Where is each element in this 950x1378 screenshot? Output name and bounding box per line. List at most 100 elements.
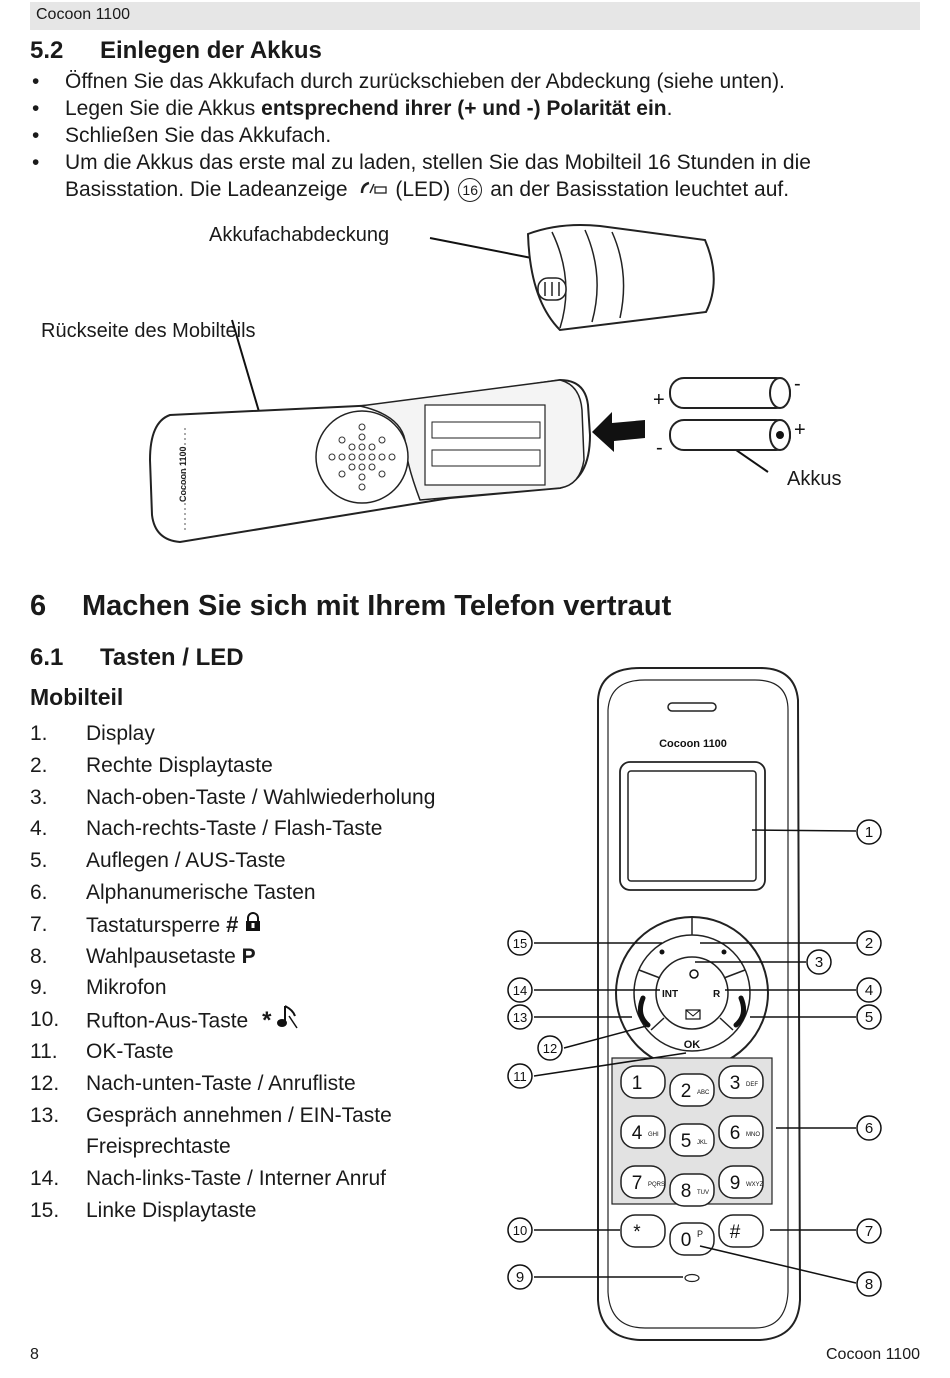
- key-digit: *: [633, 1222, 641, 1243]
- navigation-ring: INT R OK: [615, 916, 769, 1070]
- bullet-item: Um die Akkus das erste mal zu laden, ste…: [30, 149, 910, 204]
- item-number: 4.: [30, 817, 48, 841]
- key-digit: 4: [632, 1123, 643, 1144]
- callout-number: 11: [513, 1069, 527, 1084]
- keypad-key-star: *: [620, 1214, 666, 1248]
- callout-14: 14: [507, 977, 533, 1003]
- battery-label: Akkus: [787, 468, 842, 490]
- bullet-text: Um die Akkus das erste mal zu laden, ste…: [65, 151, 811, 174]
- key-digit: 6: [730, 1123, 741, 1144]
- item-number: 8.: [30, 944, 48, 968]
- list-item-continuation: Freisprechtaste: [30, 1131, 435, 1163]
- callout-12: 12: [537, 1035, 563, 1061]
- handset-inner-outline: [607, 679, 789, 1329]
- item-number: 2.: [30, 753, 48, 777]
- item-number: 9.: [30, 976, 48, 1000]
- battery-figure: Cocoon 1100 + - - +: [148, 224, 806, 544]
- section-title: Tasten / LED: [100, 644, 244, 671]
- reference-number-badge: 16: [458, 178, 483, 203]
- section-number: 6.1: [30, 644, 64, 671]
- bullet-text: Basisstation. Die Ladeanzeige: [65, 178, 348, 201]
- list-item: 14.Nach-links-Taste / Interner Anruf: [30, 1163, 435, 1195]
- callout-8: 8: [856, 1271, 882, 1297]
- callout-13: 13: [507, 1004, 533, 1030]
- list-item: 6.Alphanumerische Tasten: [30, 877, 435, 909]
- battery-cover-image: [526, 224, 715, 332]
- item-text: Freisprechtaste: [86, 1135, 231, 1159]
- key-digit: 3: [730, 1073, 741, 1094]
- microphone: [684, 1273, 700, 1283]
- call-accept-icon: [637, 995, 651, 1028]
- callout-number: 9: [516, 1269, 524, 1286]
- callout-number: 15: [513, 936, 527, 951]
- callout-number: 10: [513, 1223, 527, 1238]
- key-letters: ABC: [697, 1090, 710, 1096]
- list-item: 13.Gespräch annehmen / EIN-Taste: [30, 1100, 435, 1132]
- insert-arrow: [592, 412, 645, 452]
- display-screen: [627, 770, 757, 882]
- page-number: 8: [30, 1346, 39, 1363]
- item-number: 10.: [30, 1008, 60, 1032]
- section-6-1-heading: 6.1 Tasten / LED: [30, 644, 244, 672]
- callout-5: 5: [856, 1004, 882, 1030]
- back-label: Rückseite des Mobilteils: [41, 320, 256, 342]
- polarity-minus-top: -: [794, 373, 801, 395]
- item-number: 5.: [30, 849, 48, 873]
- footer-model: Cocoon 1100: [826, 1346, 920, 1363]
- callout-number: 2: [865, 935, 873, 952]
- item-number: 11.: [30, 1039, 58, 1063]
- callout-number: 12: [543, 1041, 557, 1056]
- callout-7: 7: [856, 1218, 882, 1244]
- item-text: Mikrofon: [86, 976, 167, 1000]
- item-number: 6.: [30, 880, 48, 904]
- callout-number: 1: [865, 824, 873, 841]
- item-text: Auflegen / AUS-Taste: [86, 849, 286, 873]
- item-text: Gespräch annehmen / EIN-Taste: [86, 1103, 392, 1127]
- callout-2: 2: [856, 930, 882, 956]
- callout-number: 3: [815, 954, 823, 971]
- key-list: 1.Display 2.Rechte Displaytaste 3.Nach-o…: [30, 718, 435, 1227]
- hash-symbol: #: [226, 911, 239, 937]
- handset-back-image: Cocoon 1100: [148, 378, 592, 544]
- list-item: 11. OK-Taste: [30, 1036, 435, 1068]
- item-text: Display: [86, 722, 155, 745]
- list-item: 2.Rechte Displaytaste: [30, 750, 435, 782]
- key-letters: JKL: [697, 1140, 708, 1146]
- bullet-text: an der Basisstation leuchtet auf.: [490, 178, 790, 201]
- running-header: Cocoon 1100: [30, 2, 920, 30]
- header-title: Cocoon 1100: [36, 6, 130, 23]
- bullet-text: .: [666, 97, 673, 120]
- polarity-plus-bottom: +: [794, 419, 806, 441]
- item-number: 15.: [30, 1198, 60, 1222]
- item-number: 12.: [30, 1071, 60, 1095]
- item-text: Nach-unten-Taste / Anrufliste: [86, 1071, 356, 1095]
- list-item: 15. Linke Displaytaste: [30, 1195, 435, 1227]
- callout-number: 14: [513, 983, 527, 998]
- callout-15: 15: [507, 930, 533, 956]
- item-text: OK-Taste: [86, 1039, 174, 1063]
- callout-3: 3: [806, 949, 832, 975]
- item-number: 7.: [30, 912, 48, 936]
- star-symbol: *: [262, 1006, 272, 1034]
- list-item: 3. Nach-oben-Taste / Wahlwiederholung: [30, 782, 435, 814]
- item-text: Linke Displaytaste: [86, 1198, 257, 1222]
- key-digit: 0: [681, 1230, 692, 1251]
- bullet-text: Schließen Sie das Akkufach.: [65, 124, 332, 147]
- section-number: 5.2: [30, 37, 64, 64]
- call-end-icon: [733, 995, 747, 1028]
- callout-10: 10: [507, 1217, 533, 1243]
- key-digit: 9: [730, 1173, 741, 1194]
- key-digit: 8: [681, 1181, 692, 1202]
- key-letters: P: [697, 1229, 703, 1239]
- item-text: Nach-oben-Taste / Wahlwiederholung: [86, 785, 436, 809]
- bullet-text: Legen Sie die Akkus: [65, 97, 262, 120]
- list-item: 12. Nach-unten-Taste / Anrufliste: [30, 1068, 435, 1100]
- item-number: 3.: [30, 785, 48, 809]
- item-text: Tastatursperre: [86, 913, 221, 937]
- callout-number: 13: [513, 1010, 527, 1025]
